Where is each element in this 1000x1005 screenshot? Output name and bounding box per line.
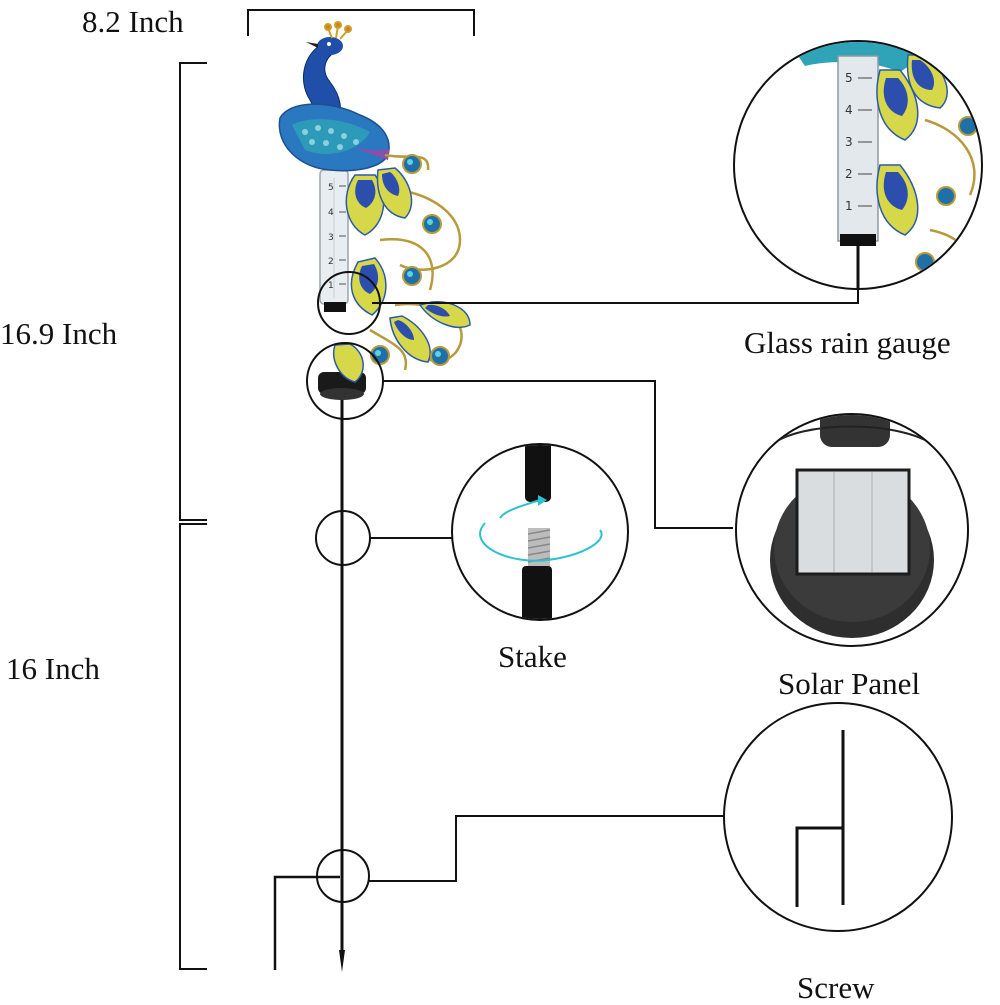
solar-callout <box>306 342 733 529</box>
detail-scale-4: 4 <box>845 103 853 117</box>
solar-panel-label: Solar Panel <box>778 666 921 701</box>
stake-pole <box>339 398 345 972</box>
gauge-detail-view: 5 4 3 2 1 <box>733 40 983 290</box>
rain-gauge-tube: 5 4 3 2 1 <box>319 169 349 312</box>
gauge-scale-3: 3 <box>328 233 334 243</box>
screw-detail-view <box>723 702 953 932</box>
lower-height-label: 16 Inch <box>6 651 100 686</box>
peacock-figure <box>278 21 390 172</box>
screw-callout <box>316 815 725 903</box>
gauge-scale-5: 5 <box>328 183 334 193</box>
lower-height-bracket <box>179 523 207 970</box>
side-prong <box>273 875 340 970</box>
width-dimension-bracket <box>247 9 475 36</box>
width-dimension-label: 8.2 Inch <box>82 4 184 39</box>
stake-label: Stake <box>498 639 567 674</box>
detail-scale-1: 1 <box>845 199 853 213</box>
glass-rain-gauge-label: Glass rain gauge <box>744 325 951 360</box>
solar-detail-view <box>735 413 969 647</box>
screw-label: Screw <box>797 970 875 1005</box>
stake-detail-view <box>451 443 629 621</box>
gauge-scale-1: 1 <box>328 281 334 291</box>
upper-height-bracket <box>179 62 207 521</box>
detail-scale-5: 5 <box>845 71 853 85</box>
tail-feathers <box>333 167 471 383</box>
stake-callout <box>315 510 452 566</box>
gauge-scale-2: 2 <box>328 257 334 267</box>
detail-scale-3: 3 <box>845 135 853 149</box>
gauge-scale-4: 4 <box>328 208 334 218</box>
detail-scale-2: 2 <box>845 167 853 181</box>
upper-height-label: 16.9 Inch <box>0 316 118 351</box>
